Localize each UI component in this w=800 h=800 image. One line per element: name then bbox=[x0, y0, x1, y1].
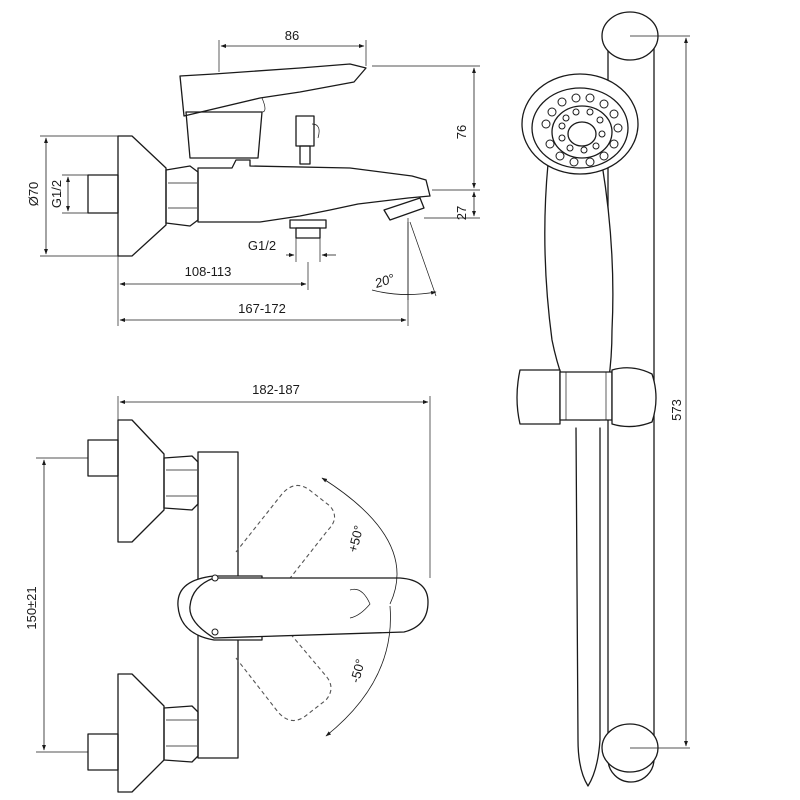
side-inlet-pipe bbox=[87, 174, 119, 214]
shower-hose bbox=[575, 427, 601, 787]
dim-front-width: 182-187 bbox=[252, 382, 300, 397]
front-top-nut bbox=[163, 455, 199, 511]
spray-nozzles bbox=[541, 93, 623, 167]
dim-depth-to-outlet: 108-113 bbox=[185, 264, 232, 279]
front-lever bbox=[189, 577, 429, 639]
dim-lever-down: -50° bbox=[347, 657, 368, 684]
side-wall-flange bbox=[117, 135, 167, 257]
dim-total-depth: 167-172 bbox=[238, 301, 286, 316]
side-shower-outlet bbox=[289, 219, 327, 229]
dim-spout-angle: 20° bbox=[372, 271, 396, 292]
front-bottom-nut bbox=[163, 705, 199, 763]
side-body-spout bbox=[197, 159, 431, 223]
dim-outlet-thread: G1/2 bbox=[248, 238, 276, 253]
lever-up-outline bbox=[235, 484, 336, 597]
dim-inlet-thread: G1/2 bbox=[49, 180, 64, 208]
front-bottom-flange bbox=[117, 673, 165, 793]
side-hex-nut bbox=[165, 165, 199, 227]
dim-handle-length: 86 bbox=[285, 28, 299, 43]
front-top-flange bbox=[117, 419, 165, 543]
side-view: 86 76 27 Ø70 G1/2 G1/2 108-113 167-1 bbox=[26, 28, 480, 326]
dim-rail-length: 573 bbox=[669, 399, 684, 421]
dim-spout-outlet: 27 bbox=[454, 206, 469, 220]
shower-rail-view: 573 bbox=[516, 11, 690, 787]
handshower-head bbox=[521, 73, 639, 175]
lever-down-outline bbox=[235, 611, 332, 722]
dim-flange-diameter: Ø70 bbox=[26, 182, 41, 207]
side-aerator bbox=[383, 197, 425, 221]
front-view: 182-187 150±21 +50° -50° bbox=[24, 382, 431, 793]
dim-spout-height: 76 bbox=[454, 125, 469, 139]
rail-slider-holder bbox=[516, 369, 561, 425]
side-cartridge bbox=[185, 111, 263, 159]
dim-centre-distance: 150±21 bbox=[24, 586, 39, 629]
side-lever bbox=[179, 63, 367, 117]
dim-lever-up: +50° bbox=[345, 524, 367, 554]
side-diverter-knob bbox=[295, 115, 315, 147]
